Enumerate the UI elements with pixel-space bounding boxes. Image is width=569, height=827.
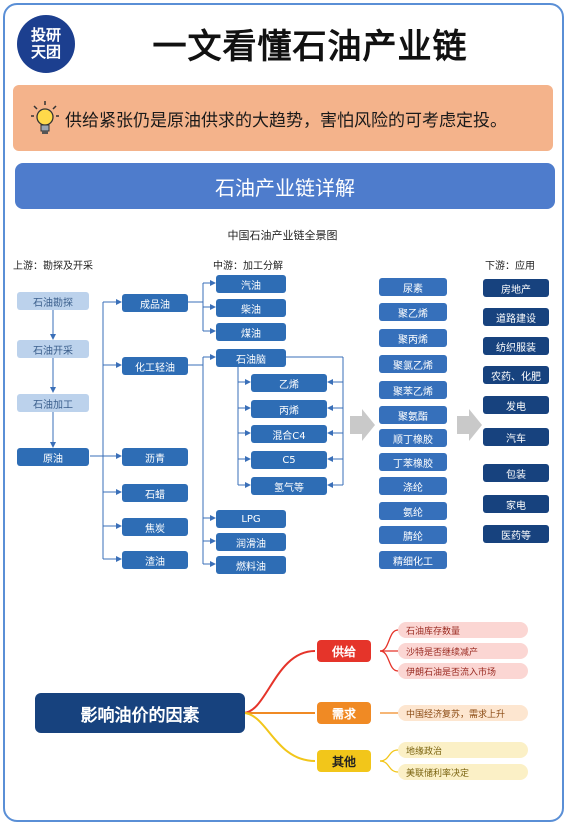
box-kerosene: 煤油 [216, 323, 286, 341]
flow-arrow-1 [350, 409, 375, 441]
box-naphtha: 石油脑 [216, 349, 286, 367]
box-chem-polyester: 涤纶 [379, 477, 447, 495]
infographic-frame: 投研 天团 一文看懂石油产业链 供给紧张仍是原油供求的大趋势，害怕风险的可考虑定… [3, 3, 564, 822]
box-paraffin: 石蜡 [122, 484, 188, 502]
factor-other: 其他 [317, 750, 371, 772]
factor-demand: 需求 [317, 702, 371, 724]
box-hydrogen: 氢气等 [251, 477, 327, 495]
box-app-roads: 道路建设 [483, 308, 549, 326]
stage-downstream: 下游：应用 [485, 261, 535, 272]
box-c5: C5 [251, 451, 327, 469]
factor-demand-item-1: 中国经济复苏，需求上升 [398, 705, 528, 721]
box-chem-polyurethane: 聚氨酯 [379, 406, 447, 424]
box-chem-polystyrene: 聚苯乙烯 [379, 381, 447, 399]
brand-logo: 投研 天团 [17, 15, 75, 73]
box-lubricant: 润滑油 [216, 533, 286, 551]
box-mixed-c4: 混合C4 [251, 425, 327, 443]
factor-other-item-2: 美联储利率决定 [398, 764, 528, 780]
box-residual-oil: 渣油 [122, 551, 188, 569]
logo-line-2: 天团 [30, 43, 61, 61]
box-chem-fine-chemicals: 精细化工 [379, 551, 447, 569]
flow-arrow-2 [457, 409, 482, 441]
box-asphalt: 沥青 [122, 448, 188, 466]
box-fuel-oil: 燃料油 [216, 556, 286, 574]
factors-title: 影响油价的因素 [35, 693, 245, 733]
box-app-packaging: 包装 [483, 464, 549, 482]
box-app-agrochemicals: 农药、化肥 [483, 366, 549, 384]
box-chem-sbr-rubber: 丁苯橡胶 [379, 453, 447, 471]
box-app-textiles: 纺织服装 [483, 337, 549, 355]
box-app-appliances: 家电 [483, 495, 549, 513]
box-coke: 焦炭 [122, 518, 188, 536]
box-chem-br-rubber: 顺丁橡胶 [379, 429, 447, 447]
stage-midstream: 中游：加工分解 [213, 261, 283, 272]
banner-text: 供给紧张仍是原油供求的大趋势，害怕风险的可考虑定投。 [65, 110, 507, 131]
logo-line-1: 投研 [30, 26, 61, 44]
box-chem-spandex: 氨纶 [379, 502, 447, 520]
box-lpg: LPG [216, 510, 286, 528]
box-chem-urea: 尿素 [379, 278, 447, 296]
factor-supply-item-3: 伊朗石油是否流入市场 [398, 663, 528, 679]
box-propylene: 丙烯 [251, 400, 327, 418]
box-upstream-extraction: 石油开采 [17, 340, 89, 358]
factor-supply-item-2: 沙特是否继续减产 [398, 643, 528, 659]
box-crude-oil: 原油 [17, 448, 89, 466]
box-gasoline: 汽油 [216, 275, 286, 293]
page-title: 一文看懂石油产业链 [152, 27, 468, 67]
box-chemical-light-oil: 化工轻油 [122, 357, 188, 375]
box-chem-acrylic: 腈纶 [379, 526, 447, 544]
stage-upstream: 上游：勘探及开采 [13, 261, 93, 272]
box-chem-pvc: 聚氯乙烯 [379, 355, 447, 373]
box-upstream-exploration: 石油勘探 [17, 292, 89, 310]
box-app-automobile: 汽车 [483, 428, 549, 446]
box-ethylene: 乙烯 [251, 374, 327, 392]
box-diesel: 柴油 [216, 299, 286, 317]
factor-supply: 供给 [317, 640, 371, 662]
lightbulb-icon [31, 101, 59, 134]
section-header: 石油产业链详解 [15, 163, 555, 209]
diagram-connectors [50, 280, 482, 773]
box-upstream-processing: 石油加工 [17, 394, 89, 412]
box-chem-polyethylene: 聚乙烯 [379, 303, 447, 321]
box-app-pharma: 医药等 [483, 525, 549, 543]
box-refined-oil: 成品油 [122, 294, 188, 312]
box-app-power: 发电 [483, 396, 549, 414]
factor-supply-item-1: 石油库存数量 [398, 622, 528, 638]
diagram-title: 中国石油产业链全景图 [227, 229, 338, 242]
factor-other-item-1: 地缘政治 [398, 742, 528, 758]
tip-banner: 供给紧张仍是原油供求的大趋势，害怕风险的可考虑定投。 [13, 85, 553, 151]
box-chem-polypropylene: 聚丙烯 [379, 329, 447, 347]
box-app-real-estate: 房地产 [483, 279, 549, 297]
